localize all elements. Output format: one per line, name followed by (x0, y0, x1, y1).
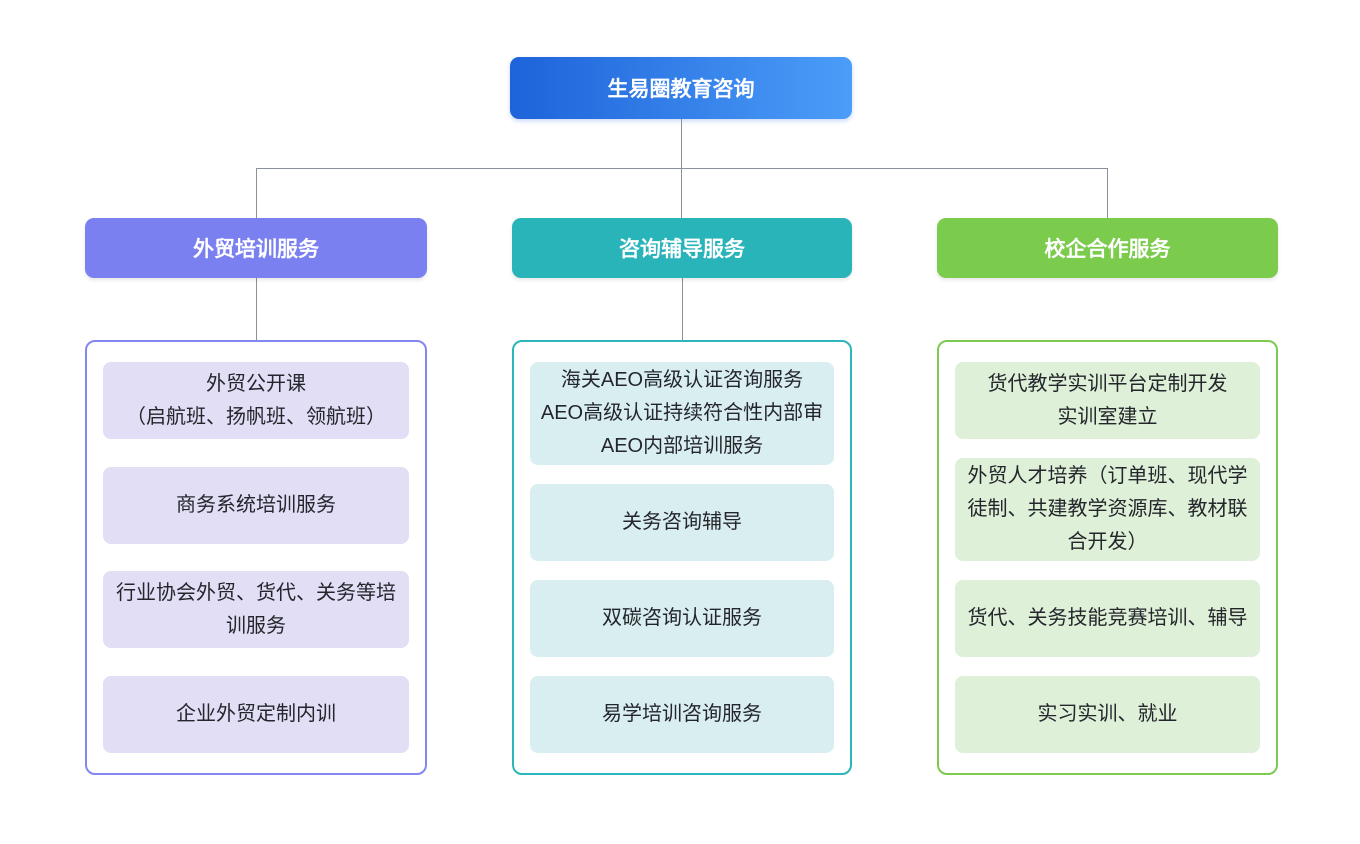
service-item[interactable]: 关务咨询辅导 (530, 484, 834, 561)
branch-consulting-coaching: 咨询辅导服务 海关AEO高级认证咨询服务 AEO高级认证持续符合性内部审 AEO… (512, 218, 852, 775)
service-item[interactable]: 易学培训咨询服务 (530, 676, 834, 753)
service-item[interactable]: 货代教学实训平台定制开发 实训室建立 (955, 362, 1260, 439)
branch-school-enterprise-cooperation: 校企合作服务 货代教学实训平台定制开发 实训室建立 外贸人才培养（订单班、现代学… (937, 218, 1278, 775)
branch-foreign-trade-training: 外贸培训服务 外贸公开课 （启航班、扬帆班、领航班） 商务系统培训服务 行业协会… (85, 218, 427, 775)
service-item[interactable]: 双碳咨询认证服务 (530, 580, 834, 657)
branch-header-foreign-trade-training[interactable]: 外贸培训服务 (85, 218, 427, 278)
service-item[interactable]: 企业外贸定制内训 (103, 675, 409, 753)
connector-drop-branch-2 (680, 168, 682, 218)
connector-drop-branch-3 (1106, 168, 1108, 218)
branch-container-consulting-coaching: 海关AEO高级认证咨询服务 AEO高级认证持续符合性内部审 AEO内部培训服务 … (512, 340, 852, 775)
service-item[interactable]: 外贸公开课 （启航班、扬帆班、领航班） (103, 362, 409, 439)
service-item[interactable]: 外贸人才培养（订单班、现代学徒制、共建教学资源库、教材联合开发） (955, 458, 1260, 561)
branch-header-label: 外贸培训服务 (193, 238, 319, 261)
root-node[interactable]: 生易圈教育咨询 (510, 57, 852, 119)
service-item[interactable]: 货代、关务技能竞赛培训、辅导 (955, 580, 1260, 657)
branch-container-foreign-trade-training: 外贸公开课 （启航班、扬帆班、领航班） 商务系统培训服务 行业协会外贸、货代、关… (85, 340, 427, 775)
service-item[interactable]: 行业协会外贸、货代、关务等培训服务 (103, 571, 409, 649)
service-item[interactable]: 实习实训、就业 (955, 676, 1260, 753)
connector-drop-branch-1 (255, 168, 257, 218)
service-item[interactable]: 海关AEO高级认证咨询服务 AEO高级认证持续符合性内部审 AEO内部培训服务 (530, 362, 834, 465)
connector-header-container-2 (681, 278, 683, 340)
root-node-label: 生易圈教育咨询 (607, 78, 755, 101)
branch-container-school-enterprise-cooperation: 货代教学实训平台定制开发 实训室建立 外贸人才培养（订单班、现代学徒制、共建教学… (937, 340, 1278, 775)
branch-header-label: 咨询辅导服务 (619, 238, 745, 261)
branch-header-consulting-coaching[interactable]: 咨询辅导服务 (512, 218, 852, 278)
connector-root-drop (680, 119, 682, 168)
service-item[interactable]: 商务系统培训服务 (103, 466, 409, 544)
branch-header-school-enterprise-cooperation[interactable]: 校企合作服务 (937, 218, 1278, 278)
connector-header-container-1 (255, 278, 257, 340)
branch-header-label: 校企合作服务 (1044, 238, 1171, 261)
